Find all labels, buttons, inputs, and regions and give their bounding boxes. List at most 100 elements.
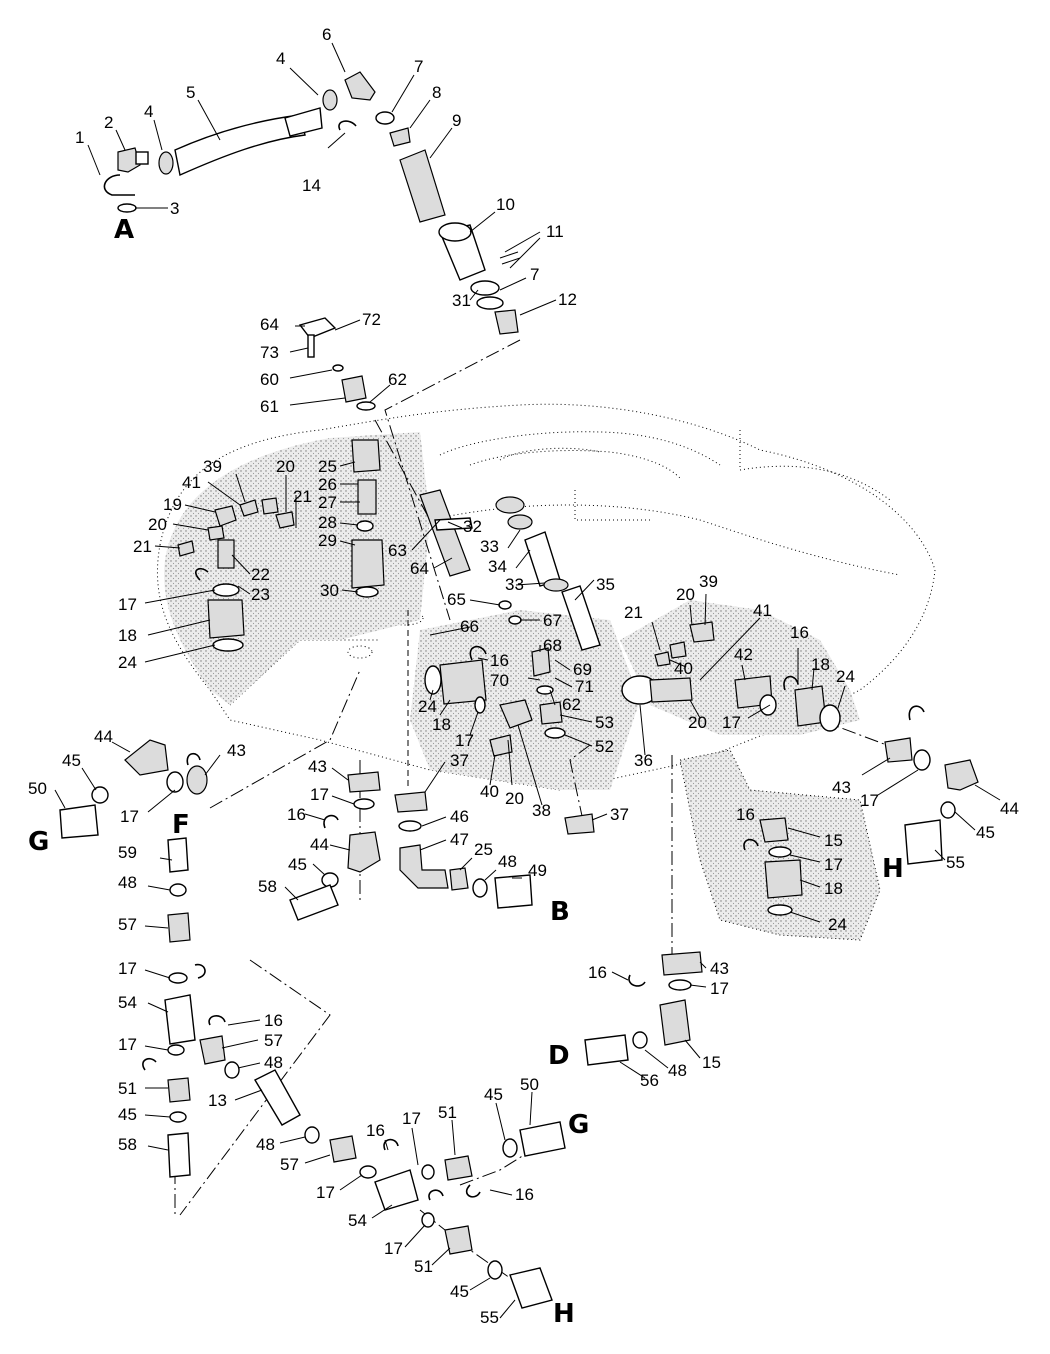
callout-48e: 48 <box>256 1135 275 1154</box>
callout-21c: 21 <box>624 603 643 622</box>
callout-48c: 48 <box>118 873 137 892</box>
elbow-fitting-icon <box>124 739 169 776</box>
callout-31: 31 <box>452 291 471 310</box>
callout-32: 32 <box>463 517 482 536</box>
callout-55: 55 <box>946 853 965 872</box>
callout-24d: 24 <box>828 915 847 934</box>
callout-25: 25 <box>318 457 337 476</box>
callout-27: 27 <box>318 493 337 512</box>
callout-57: 57 <box>118 915 137 934</box>
callout-21: 21 <box>293 487 312 506</box>
callout-29: 29 <box>318 531 337 550</box>
callout-33b: 33 <box>505 575 524 594</box>
callout-24b: 24 <box>418 697 437 716</box>
callout-16g: 16 <box>366 1121 385 1140</box>
callout-24c: 24 <box>836 667 855 686</box>
callout-16b: 16 <box>790 623 809 642</box>
callout-50: 50 <box>28 779 47 798</box>
callout-17l: 17 <box>316 1183 335 1202</box>
elbow-fitting-icon <box>944 759 979 791</box>
callout-16e: 16 <box>588 963 607 982</box>
callout-70: 70 <box>490 671 509 690</box>
callout-43: 43 <box>227 741 246 760</box>
callout-20b: 20 <box>148 515 167 534</box>
callout-44: 44 <box>94 727 113 746</box>
callout-40b: 40 <box>674 659 693 678</box>
elbow-fitting-icon <box>659 999 691 1046</box>
callout-69: 69 <box>573 660 592 679</box>
callout-45e: 45 <box>484 1085 503 1104</box>
callout-47: 47 <box>450 830 469 849</box>
connection-letter-g2: G <box>568 1110 589 1140</box>
callout-14: 14 <box>302 176 321 195</box>
callout-72: 72 <box>362 310 381 329</box>
callout-4b: 4 <box>276 49 285 68</box>
callout-45f: 45 <box>450 1282 469 1301</box>
callout-50b: 50 <box>520 1075 539 1094</box>
strainer-screen-icon <box>399 149 446 223</box>
callout-57c: 57 <box>280 1155 299 1174</box>
leader-lines <box>54 42 1001 1319</box>
callout-22: 22 <box>251 565 270 584</box>
callout-24: 24 <box>118 653 137 672</box>
callout-20d: 20 <box>676 585 695 604</box>
callout-59: 59 <box>118 843 137 862</box>
callout-16: 16 <box>490 651 509 670</box>
callout-18c: 18 <box>811 655 830 674</box>
callout-17: 17 <box>118 595 137 614</box>
callout-61: 61 <box>260 397 279 416</box>
callout-48b: 48 <box>668 1061 687 1080</box>
connection-letter-g: G <box>28 827 49 857</box>
callout-16f: 16 <box>264 1011 283 1030</box>
hose-icon <box>254 1069 301 1126</box>
connection-letter-h2: H <box>553 1299 575 1329</box>
connection-letter-h: H <box>882 854 904 884</box>
callout-45d: 45 <box>118 1105 137 1124</box>
callout-35: 35 <box>596 575 615 594</box>
callout-43b: 43 <box>308 757 327 776</box>
callout-15b: 15 <box>702 1053 721 1072</box>
callout-60: 60 <box>260 370 279 389</box>
callout-25b: 25 <box>474 840 493 859</box>
callout-17d: 17 <box>120 807 139 826</box>
connection-letter-f: F <box>172 810 190 840</box>
callout-18b: 18 <box>432 715 451 734</box>
callout-65: 65 <box>447 590 466 609</box>
callout-40: 40 <box>480 782 499 801</box>
callout-62b: 62 <box>562 695 581 714</box>
callout-18d: 18 <box>824 879 843 898</box>
callout-19: 19 <box>163 495 182 514</box>
callout-17k: 17 <box>402 1109 421 1128</box>
callout-15: 15 <box>824 831 843 850</box>
callout-46: 46 <box>450 807 469 826</box>
callout-20: 20 <box>276 457 295 476</box>
callout-42: 42 <box>734 645 753 664</box>
callout-26: 26 <box>318 475 337 494</box>
callout-34: 34 <box>488 557 507 576</box>
callout-9: 9 <box>452 111 461 130</box>
callout-49: 49 <box>528 861 547 880</box>
callout-23: 23 <box>251 585 270 604</box>
elbow-fitting-icon <box>117 147 141 173</box>
callout-37: 37 <box>450 751 469 770</box>
connection-letter-a: A <box>114 215 134 245</box>
callout-64: 64 <box>260 315 279 334</box>
callout-44b: 44 <box>310 835 329 854</box>
tee-fitting-icon <box>164 994 196 1045</box>
callout-56: 56 <box>640 1071 659 1090</box>
callout-51c: 51 <box>414 1257 433 1276</box>
callout-52: 52 <box>595 737 614 756</box>
callout-54: 54 <box>118 993 137 1012</box>
callout-2: 2 <box>104 113 113 132</box>
callout-64b: 64 <box>410 559 429 578</box>
callout-5: 5 <box>186 83 195 102</box>
callout-57b: 57 <box>264 1031 283 1050</box>
callout-45: 45 <box>62 751 81 770</box>
callout-51b: 51 <box>438 1103 457 1122</box>
connection-letter-b: B <box>550 897 570 927</box>
callout-7: 7 <box>414 57 423 76</box>
callout-39b: 39 <box>699 572 718 591</box>
callout-10: 10 <box>496 195 515 214</box>
callout-7b: 7 <box>530 265 539 284</box>
callout-58b: 58 <box>118 1135 137 1154</box>
